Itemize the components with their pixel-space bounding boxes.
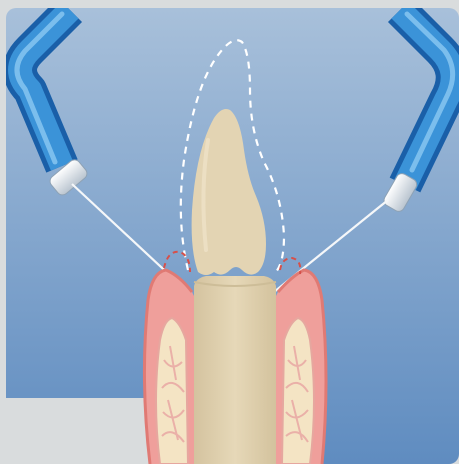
right-bone <box>282 318 314 464</box>
frame-notch <box>0 398 150 464</box>
tooth-root <box>194 276 276 464</box>
